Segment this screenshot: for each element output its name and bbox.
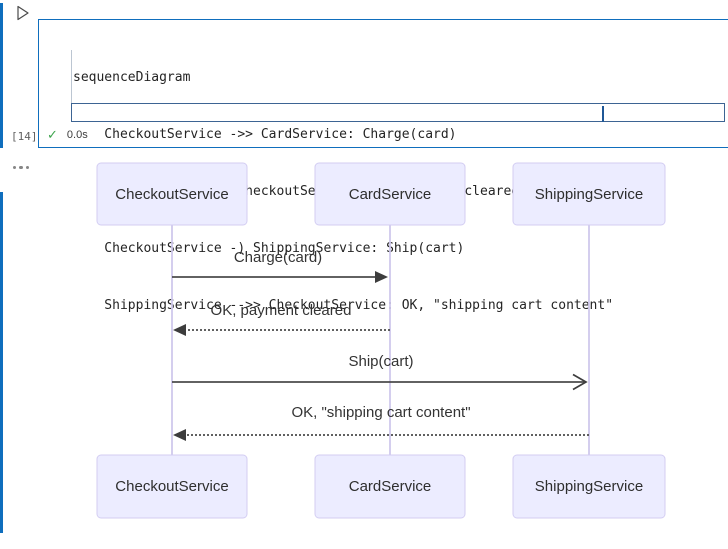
play-outline-icon (14, 5, 32, 25)
dot-icon (19, 166, 23, 170)
actor-bottom-cardservice: CardService (314, 454, 466, 519)
svg-text:CardService: CardService (349, 186, 432, 203)
svg-text:CheckoutService: CheckoutService (115, 186, 228, 203)
cell-status-bar: ✓ 0.0s (47, 126, 88, 144)
message-ship-cart: Ship(cart) (172, 353, 588, 391)
output-focus-indicator (0, 192, 3, 533)
actor-bottom-checkoutservice: CheckoutService (96, 454, 248, 519)
dot-icon (25, 166, 30, 170)
cell-focus-indicator (0, 3, 3, 148)
svg-text:OK, "shipping cart content": OK, "shipping cart content" (291, 404, 470, 421)
message-ok-shipping-cart-content: OK, "shipping cart content" (173, 404, 589, 441)
svg-text:OK, payment cleared: OK, payment cleared (211, 302, 352, 319)
current-line-highlight (71, 103, 725, 122)
indent-guide (71, 50, 72, 104)
svg-text:CardService: CardService (349, 478, 432, 495)
execution-count-label: [14] (11, 130, 38, 143)
message-ok-payment-cleared: OK, payment cleared (173, 302, 390, 336)
code-line-2[interactable]: CheckoutService ->> CardService: Charge(… (73, 127, 457, 142)
run-cell-button[interactable] (13, 4, 33, 24)
text-cursor (602, 106, 604, 122)
svg-text:Charge(card): Charge(card) (234, 249, 322, 266)
svg-text:ShippingService: ShippingService (535, 478, 643, 495)
code-line-1[interactable]: sequenceDiagram (73, 70, 191, 85)
code-line-5[interactable]: ShippingService -->> CheckoutService: OK… (73, 298, 614, 313)
svg-text:ShippingService: ShippingService (535, 186, 643, 203)
actor-top-cardservice: CardService (314, 162, 466, 226)
actor-top-shippingservice: ShippingService (512, 162, 666, 226)
code-line-4[interactable]: CheckoutService -) ShippingService: Ship… (73, 241, 465, 256)
message-charge-card: Charge(card) (172, 249, 388, 283)
mermaid-sequence-diagram: CheckoutService CardService ShippingServ… (96, 162, 666, 519)
svg-text:CheckoutService: CheckoutService (115, 478, 228, 495)
output-collapse-button[interactable] (13, 166, 30, 170)
actor-bottom-shippingservice: ShippingService (512, 454, 666, 519)
svg-text:Ship(cart): Ship(cart) (348, 353, 413, 370)
dot-icon (13, 166, 17, 170)
execution-duration: 0.0s (66, 129, 88, 141)
success-check-icon: ✓ (47, 127, 58, 142)
code-editor[interactable]: sequenceDiagram CheckoutService ->> Card… (38, 19, 728, 313)
actor-top-checkoutservice: CheckoutService (96, 162, 248, 226)
